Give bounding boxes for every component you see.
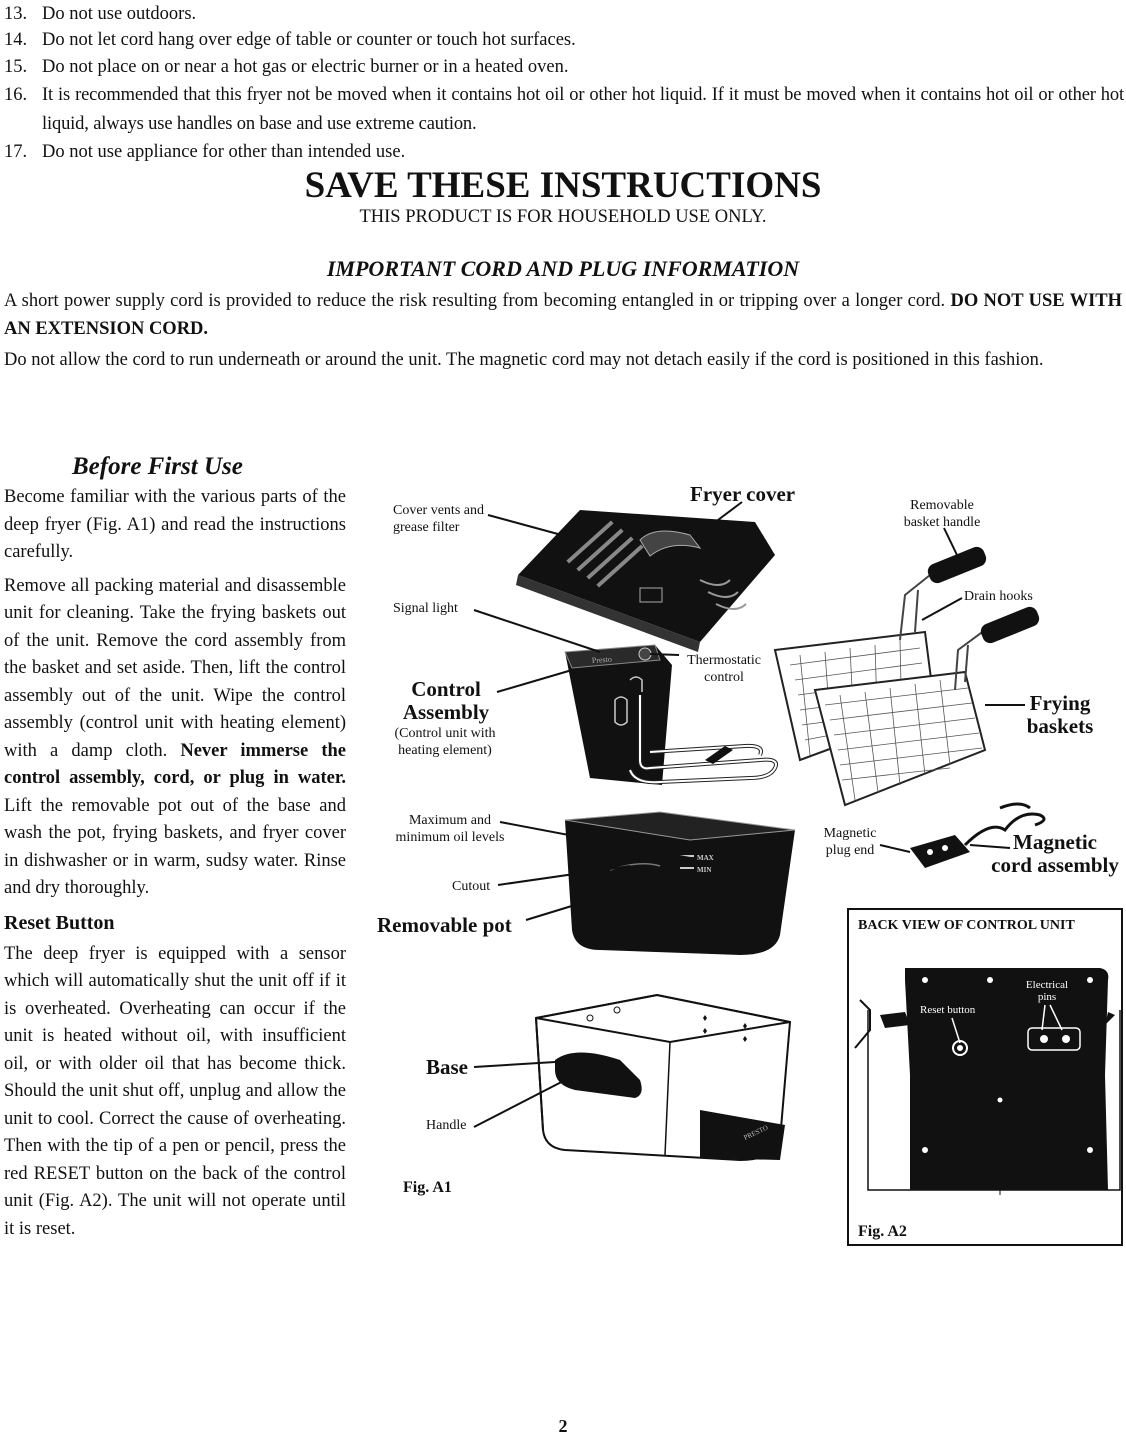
fig-a2-diagram (854, 968, 1121, 1195)
reset-button-heading: Reset Button (4, 911, 115, 934)
fryer-cover-label: Fryer cover (690, 482, 796, 506)
page-number: 2 (558, 1416, 568, 1436)
control-assembly-illustration: Presto (564, 644, 778, 785)
base-illustration: PRESTO (534, 993, 792, 1162)
before-first-use-heading: Before First Use (72, 453, 243, 480)
save-instructions-heading: SAVE THESE INSTRUCTIONS (304, 165, 822, 206)
before-paragraph-2: Remove all packing material and disassem… (4, 575, 346, 899)
before-first-use-section: Become familiar with the various parts o… (4, 484, 346, 1249)
signal-light-label: Signal light (393, 601, 458, 616)
fig-a1-diagram: Presto MAX MIN (473, 501, 1046, 1162)
removable-pot-illustration: MAX MIN (564, 811, 796, 955)
cord-paragraph-1: A short power supply cord is provided to… (4, 291, 1122, 339)
reset-paragraph: The deep fryer is equipped with a sensor… (4, 943, 346, 1239)
control-brand-text: Presto (592, 655, 613, 665)
magnetic-cord-illustration (910, 802, 1046, 868)
handle-label: Handle (426, 1118, 467, 1133)
leader-lines (473, 501, 1025, 1128)
drain-hooks-label: Drain hooks (964, 589, 1033, 604)
fig-a2-caption: Fig. A2 (858, 1223, 907, 1240)
cord-paragraph-2: Do not allow the cord to run underneath … (4, 350, 1044, 370)
fig-a1-caption: Fig. A1 (403, 1179, 452, 1196)
reset-button-label: Reset button (920, 1004, 976, 1016)
household-use-note: THIS PRODUCT IS FOR HOUSEHOLD USE ONLY. (359, 207, 767, 227)
cord-info-heading: IMPORTANT CORD AND PLUG INFORMATION (326, 256, 800, 281)
frying-baskets-illustration (773, 546, 1040, 807)
fryer-cover-illustration (516, 510, 775, 652)
base-label: Base (426, 1055, 468, 1079)
cutout-label: Cutout (452, 879, 491, 894)
removable-pot-label: Removable pot (377, 913, 512, 937)
fig-a2-box (847, 908, 1123, 1246)
fig-a2-title: BACK VIEW OF CONTROL UNIT (858, 918, 1075, 933)
before-paragraph-1: Become familiar with the various parts o… (4, 487, 346, 562)
max-mark: MAX (697, 854, 714, 862)
min-mark: MIN (697, 866, 711, 874)
